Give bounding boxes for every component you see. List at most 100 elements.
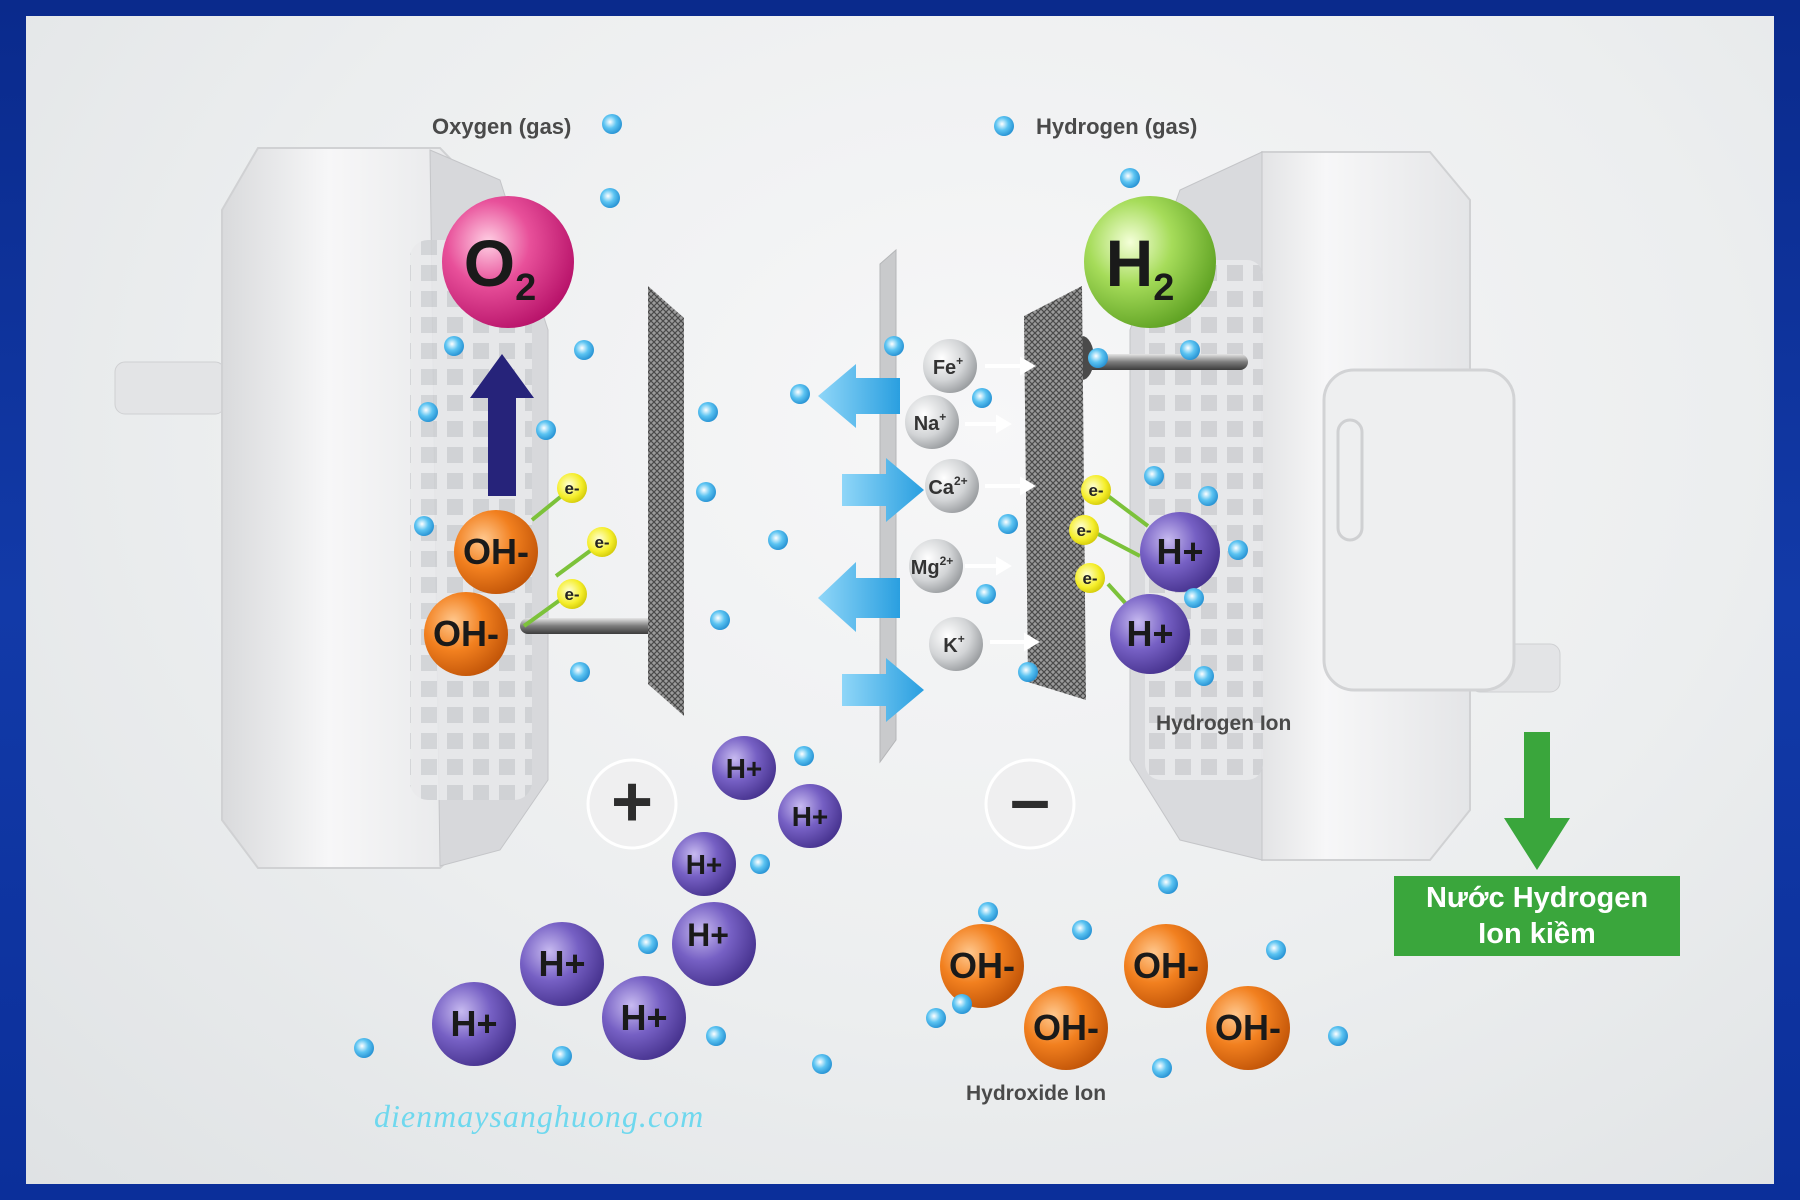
svg-text:OH-: OH-: [1215, 1007, 1281, 1048]
output-water-line2: Ion kiềm: [1478, 918, 1596, 950]
hydroxide-ion: OH-: [1124, 924, 1208, 1008]
mineral-na: Na+: [905, 395, 959, 449]
svg-text:H+: H+: [1156, 531, 1203, 572]
svg-text:e-: e-: [564, 585, 579, 604]
svg-text:Mg2+: Mg2+: [911, 554, 954, 579]
negative-sign: –: [1010, 760, 1050, 840]
bubble: [1144, 466, 1164, 486]
svg-text:OH-: OH-: [1133, 945, 1199, 986]
svg-text:H+: H+: [538, 943, 585, 984]
hplus-cluster: H+ H+ H+ H+ H+ H+ H+: [432, 736, 842, 1066]
arrow-left-2: [818, 562, 900, 632]
bubble: [536, 420, 556, 440]
svg-text:OH-: OH-: [433, 613, 499, 654]
mineral-fe: Fe+: [923, 339, 977, 393]
bubble: [1328, 1026, 1348, 1046]
bubble: [952, 994, 972, 1014]
svg-text:H+: H+: [1126, 613, 1173, 654]
bubble: [1152, 1058, 1172, 1078]
hydrogen-ion-label: Hydrogen Ion: [1156, 712, 1292, 735]
electron-links: [522, 492, 1150, 628]
bubble: [768, 530, 788, 550]
electron-6: e-: [1075, 563, 1105, 593]
hplus-ion: H+: [778, 784, 842, 848]
bubble: [1158, 874, 1178, 894]
svg-text:Ca2+: Ca2+: [928, 474, 967, 499]
bubble: [354, 1038, 374, 1058]
arrow-right-1: [842, 458, 924, 522]
positive-sign: +: [611, 762, 653, 842]
svg-text:e-: e-: [594, 533, 609, 552]
bubble: [444, 336, 464, 356]
hydroxide-ion: OH-: [940, 924, 1024, 1008]
bubble: [1180, 340, 1200, 360]
svg-text:e-: e-: [564, 479, 579, 498]
cathode-hplus-ion-1: H+: [1140, 512, 1220, 592]
bubble: [602, 114, 622, 134]
bubble: [1228, 540, 1248, 560]
hplus-ion: H+: [432, 982, 516, 1066]
bubble: [1184, 588, 1204, 608]
bubble: [998, 514, 1018, 534]
svg-text:K+: K+: [943, 632, 964, 657]
bubble: [710, 610, 730, 630]
svg-text:e-: e-: [1088, 481, 1103, 500]
bubble: [574, 340, 594, 360]
arrow-left-1: [818, 364, 900, 428]
bubble: [884, 336, 904, 356]
bubble: [706, 1026, 726, 1046]
bubble: [552, 1046, 572, 1066]
output-down-arrow: [1504, 732, 1570, 870]
svg-text:e-: e-: [1076, 521, 1091, 540]
svg-text:Na+: Na+: [914, 410, 947, 435]
svg-text:e-: e-: [1082, 569, 1097, 588]
bubble: [696, 482, 716, 502]
svg-text:O2: O2: [464, 226, 536, 309]
svg-text:H+: H+: [686, 849, 723, 880]
svg-text:Fe+: Fe+: [933, 354, 963, 379]
arrow-right-2: [842, 658, 924, 722]
bubble: [1194, 666, 1214, 686]
positive-terminal: [586, 758, 678, 850]
hplus-ion: H+: [672, 902, 756, 986]
electron-1: e-: [557, 473, 587, 503]
electron-4: e-: [1081, 475, 1111, 505]
bubble: [414, 516, 434, 536]
bubble: [812, 1054, 832, 1074]
svg-text:H+: H+: [726, 753, 763, 784]
hplus-ion: H+: [602, 976, 686, 1060]
anode-rod: [520, 618, 660, 634]
bubble: [750, 854, 770, 874]
watermark: dienmaysanghuong.com: [374, 1098, 705, 1134]
mineral-ca: Ca2+: [925, 459, 979, 513]
mineral-mg: Mg2+: [909, 539, 963, 593]
cathode-hplus-ion-2: H+: [1110, 594, 1190, 674]
svg-text:H+: H+: [687, 917, 729, 953]
bubble: [794, 746, 814, 766]
bubble: [698, 402, 718, 422]
anode-mesh: [648, 286, 684, 716]
hydroxide-ion-label: Hydroxide Ion: [966, 1082, 1107, 1105]
bubble: [994, 116, 1014, 136]
bubble: [418, 402, 438, 422]
hydrogen-gas-label: Hydrogen (gas): [1036, 114, 1198, 139]
svg-text:H2: H2: [1106, 226, 1175, 309]
hplus-ion: H+: [712, 736, 776, 800]
bubble: [976, 584, 996, 604]
bubble: [638, 934, 658, 954]
svg-text:H+: H+: [620, 997, 667, 1038]
flow-arrows: [818, 364, 924, 722]
electron-2: e-: [587, 527, 617, 557]
bubble: [972, 388, 992, 408]
hplus-ion: H+: [520, 922, 604, 1006]
svg-text:OH-: OH-: [949, 945, 1015, 986]
bubble: [790, 384, 810, 404]
mineral-arrows: [965, 356, 1040, 652]
cathode-mesh: [1024, 286, 1086, 700]
water-bubbles: [354, 114, 1348, 1078]
oxygen-up-arrow: [470, 354, 534, 496]
bubble: [1088, 348, 1108, 368]
output-water-box: Nước Hydrogen Ion kiềm: [1394, 876, 1680, 956]
anode-hydroxide-ion-2: OH-: [424, 592, 508, 676]
